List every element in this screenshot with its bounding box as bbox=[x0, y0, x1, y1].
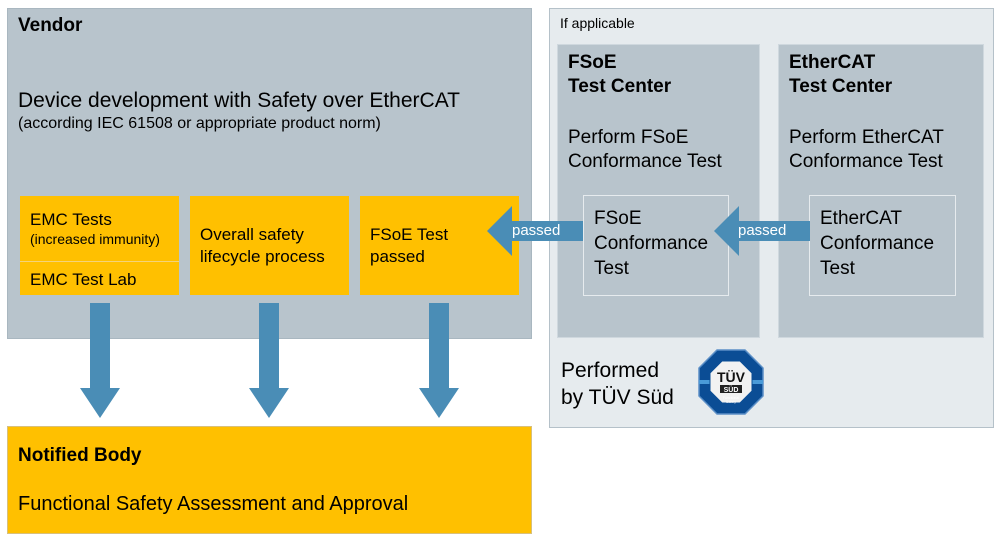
vendor-description: Device development with Safety over Ethe… bbox=[18, 89, 460, 112]
fsoe-test-line2: Conformance bbox=[594, 233, 709, 254]
fsoe-test-line3: Test bbox=[594, 258, 629, 279]
emc-divider bbox=[20, 261, 179, 262]
fsoe-test-center-title: FSoE Test Center bbox=[568, 51, 671, 99]
notified-body-description: Functional Safety Assessment and Approva… bbox=[18, 493, 409, 515]
ethercat-test-center-title-line2: Test Center bbox=[789, 76, 893, 97]
emc-tests-box bbox=[20, 196, 179, 295]
fsoe-conformance-test-box: FSoE Conformance Test bbox=[583, 195, 729, 296]
performed-by-text: Performed by TÜV Süd bbox=[561, 357, 674, 411]
ethercat-test-center-title: EtherCAT Test Center bbox=[789, 51, 892, 99]
emc-tests-title: EMC Tests bbox=[30, 210, 112, 229]
fsoe-test-passed-box: FSoE Test passed bbox=[360, 196, 519, 295]
notified-body-panel bbox=[7, 426, 532, 534]
safety-lifecycle-line2: lifecycle process bbox=[200, 247, 325, 266]
fsoe-desc-line2: Conformance Test bbox=[568, 151, 722, 172]
emc-tests-subtitle: (increased immunity) bbox=[30, 231, 160, 247]
ethercat-test-line2: Conformance bbox=[820, 233, 935, 254]
ethercat-test-line3: Test bbox=[820, 258, 855, 279]
safety-lifecycle-box: Overall safety lifecycle process bbox=[190, 196, 349, 295]
ethercat-test-center-description: Perform EtherCAT Conformance Test bbox=[789, 126, 944, 174]
ethercat-desc-line2: Conformance Test bbox=[789, 151, 943, 172]
if-applicable-label: If applicable bbox=[560, 15, 635, 31]
safety-lifecycle-line1: Overall safety bbox=[200, 225, 304, 244]
fsoe-desc-line1: Perform FSoE bbox=[568, 127, 689, 148]
tuv-caption1: Functional bbox=[723, 396, 739, 400]
arrow-left-icon bbox=[714, 206, 810, 256]
vendor-title: Vendor bbox=[18, 15, 83, 36]
performed-line1: Performed bbox=[561, 359, 660, 382]
ethercat-conformance-test-box: EtherCAT Conformance Test bbox=[809, 195, 956, 296]
tuv-sub-text: SÜD bbox=[724, 385, 739, 394]
arrow-down-icon bbox=[249, 303, 289, 424]
arrow-left-icon bbox=[487, 206, 583, 256]
fsoe-test-center-title-line1: FSoE bbox=[568, 52, 617, 73]
passed-label: passed bbox=[512, 222, 561, 239]
passed-label: passed bbox=[738, 222, 787, 239]
performed-line2: by TÜV Süd bbox=[561, 386, 674, 409]
ethercat-desc-line1: Perform EtherCAT bbox=[789, 127, 944, 148]
tuv-main-text: TÜV bbox=[717, 369, 746, 385]
fsoe-test-passed-line2: passed bbox=[370, 247, 425, 266]
emc-test-lab: EMC Test Lab bbox=[30, 270, 137, 289]
arrow-down-icon bbox=[80, 303, 120, 424]
tuv-caption2: Safety bbox=[726, 400, 736, 404]
ethercat-test-center-title-line1: EtherCAT bbox=[789, 52, 876, 73]
ethercat-test-line1: EtherCAT bbox=[820, 208, 903, 229]
arrow-down-icon bbox=[419, 303, 459, 424]
vendor-norm: (according IEC 61508 or appropriate prod… bbox=[18, 115, 381, 132]
fsoe-test-center-description: Perform FSoE Conformance Test bbox=[568, 126, 722, 174]
fsoe-test-center-title-line2: Test Center bbox=[568, 76, 672, 97]
fsoe-test-passed-line1: FSoE Test bbox=[370, 225, 449, 244]
notified-body-title: Notified Body bbox=[18, 445, 142, 466]
fsoe-test-line1: FSoE bbox=[594, 208, 642, 229]
tuv-sud-logo-icon: TÜV SÜD Functional Safety bbox=[698, 349, 764, 420]
